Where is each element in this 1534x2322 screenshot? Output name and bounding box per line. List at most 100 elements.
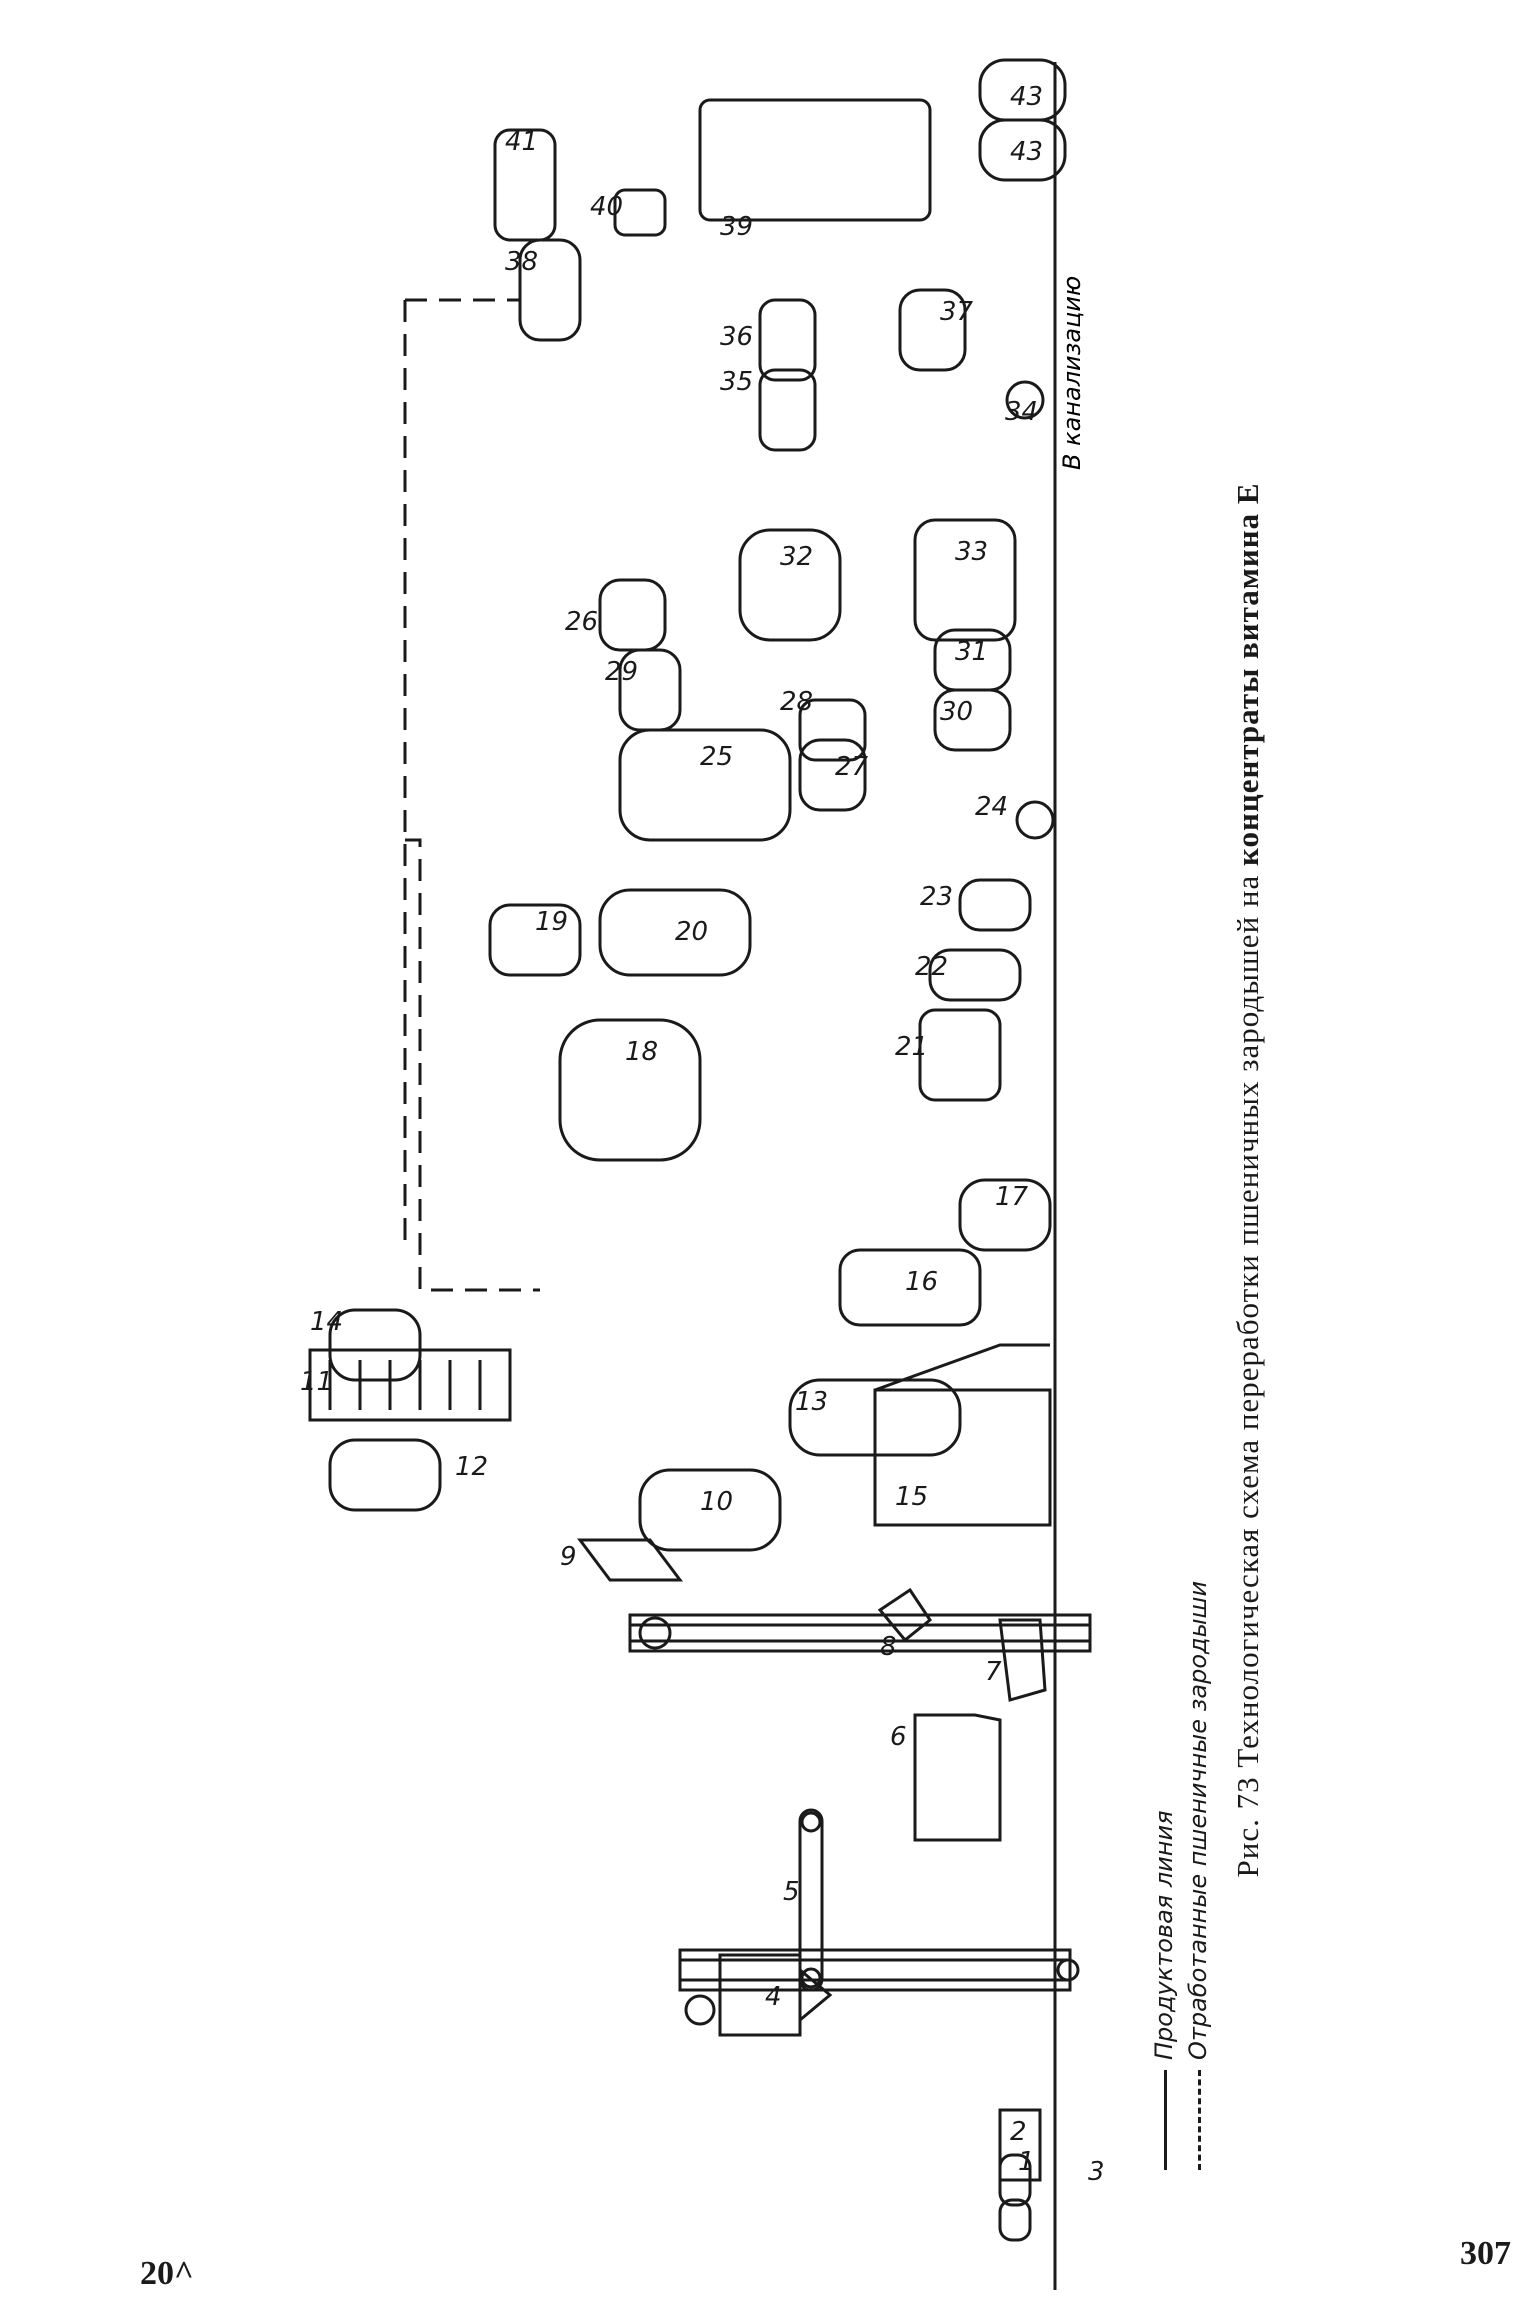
label-32: 32 xyxy=(780,542,813,572)
equipment-9 xyxy=(577,1538,683,1582)
vapor-line-top xyxy=(403,298,520,1245)
label-9: 9 xyxy=(560,1542,577,1572)
equipment-43b xyxy=(978,118,1067,182)
label-18: 18 xyxy=(625,1037,658,1067)
equipment-7 xyxy=(998,1618,1047,1702)
legend-item-spirit: Спирт xyxy=(1530,1953,1534,2140)
equipment-4 xyxy=(718,1953,833,2037)
label-15: 15 xyxy=(895,1482,928,1512)
equipment-22 xyxy=(928,948,1022,1002)
label-35: 35 xyxy=(720,367,753,397)
caption-prefix: Рис. 73 xyxy=(1230,1776,1265,1878)
label-21: 21 xyxy=(895,1032,928,1062)
equipment-36 xyxy=(758,298,817,382)
label-40: 40 xyxy=(590,192,623,222)
label-11: 11 xyxy=(300,1367,333,1397)
label-29: 29 xyxy=(605,657,638,687)
vapor-line-mid xyxy=(405,838,540,1292)
figure-caption: Рис. 73 Технологическая схема переработк… xyxy=(1230,482,1266,1877)
equipment-14 xyxy=(328,1308,422,1382)
equipment-25 xyxy=(618,728,792,842)
equipment-11 xyxy=(308,1348,512,1422)
equipment-32 xyxy=(738,528,842,642)
label-4: 4 xyxy=(765,1982,782,2012)
label-23: 23 xyxy=(920,882,953,912)
equipment-6 xyxy=(877,1587,1002,1842)
label-39: 39 xyxy=(720,212,753,242)
equipment-2 xyxy=(998,2108,1042,2182)
label-17: 17 xyxy=(995,1182,1029,1212)
equipment-17 xyxy=(958,1178,1052,1252)
label-6: 6 xyxy=(890,1722,907,1752)
equipment-23 xyxy=(958,878,1032,932)
label-25: 25 xyxy=(700,742,733,772)
equipment-10 xyxy=(638,1468,782,1552)
equipment-8 xyxy=(628,1613,1092,1653)
label-20: 20 xyxy=(675,917,708,947)
label-24: 24 xyxy=(975,792,1008,822)
equipment-5 xyxy=(798,1808,824,1992)
equipment-20 xyxy=(598,888,752,977)
caption-bold: концентраты витамина Е xyxy=(1230,482,1265,866)
label-16: 16 xyxy=(905,1267,938,1297)
label-37: 37 xyxy=(940,297,974,327)
label-12: 12 xyxy=(455,1452,488,1482)
equipment-28 xyxy=(798,698,867,762)
legend-label: Отработанные пшеничные зародыши xyxy=(1184,1580,1212,2060)
equipment-3 xyxy=(678,1948,1080,2026)
legend-label: Спирт xyxy=(1530,1952,1534,2030)
label-31: 31 xyxy=(955,637,988,667)
equipment-15 xyxy=(873,1343,1052,1527)
equipment-27 xyxy=(798,738,867,812)
equipment-39 xyxy=(698,98,932,222)
equipment-35 xyxy=(758,368,817,452)
label-41: 41 xyxy=(505,127,538,157)
label-34: 34 xyxy=(1005,397,1038,427)
legend-item-spent: Отработанные пшеничные зародыши xyxy=(1184,1581,1212,2170)
legend-item-product: Продуктовая линия xyxy=(1150,1810,1178,2170)
sewer-annotation: В канализацию xyxy=(1058,276,1086,470)
label-27: 27 xyxy=(835,752,869,782)
equipment-34 xyxy=(1005,380,1045,420)
equipment-37 xyxy=(898,288,967,372)
label-5: 5 xyxy=(783,1877,800,1907)
equipment-12 xyxy=(328,1438,442,1512)
legend-swatch xyxy=(1163,2070,1167,2170)
label-38: 38 xyxy=(505,247,538,277)
equipment-16 xyxy=(838,1248,982,1327)
label-7: 7 xyxy=(985,1657,1002,1687)
equipment-21 xyxy=(918,1008,1002,1102)
equipment-29 xyxy=(618,648,682,732)
equipment-38 xyxy=(518,238,582,342)
label-14: 14 xyxy=(310,1307,343,1337)
equipment-33 xyxy=(913,518,1017,642)
page-number-left: 20^ xyxy=(140,2255,194,2292)
equipment-41 xyxy=(493,128,557,242)
legend-swatch xyxy=(1197,2070,1201,2170)
label-36: 36 xyxy=(720,322,753,352)
page-number-right: 307 xyxy=(1460,2235,1511,2272)
label-3: 3 xyxy=(1088,2157,1105,2187)
equipment-18 xyxy=(558,1018,702,1162)
caption-text: Технологическая схема переработки пшенич… xyxy=(1230,874,1265,1768)
label-43b: 43 xyxy=(1010,137,1043,167)
label-19: 19 xyxy=(535,907,568,937)
label-30: 30 xyxy=(940,697,973,727)
equipment-labels: 1 2 3 4 5 6 7 8 9 10 11 12 13 14 15 16 1… xyxy=(300,82,1105,2187)
equipment-31 xyxy=(933,628,1012,692)
label-33: 33 xyxy=(955,537,988,567)
label-1: 1 xyxy=(1018,2147,1035,2177)
label-10: 10 xyxy=(700,1487,733,1517)
equipment-40 xyxy=(613,188,667,237)
label-8: 8 xyxy=(880,1632,897,1662)
label-13: 13 xyxy=(795,1387,828,1417)
label-43a: 43 xyxy=(1010,82,1043,112)
label-28: 28 xyxy=(780,687,813,717)
equipment-24 xyxy=(1015,800,1055,840)
equipment-19 xyxy=(488,903,582,977)
equipment-26 xyxy=(598,578,667,652)
legend-label: Продуктовая линия xyxy=(1150,1810,1178,2060)
label-22: 22 xyxy=(915,952,948,982)
